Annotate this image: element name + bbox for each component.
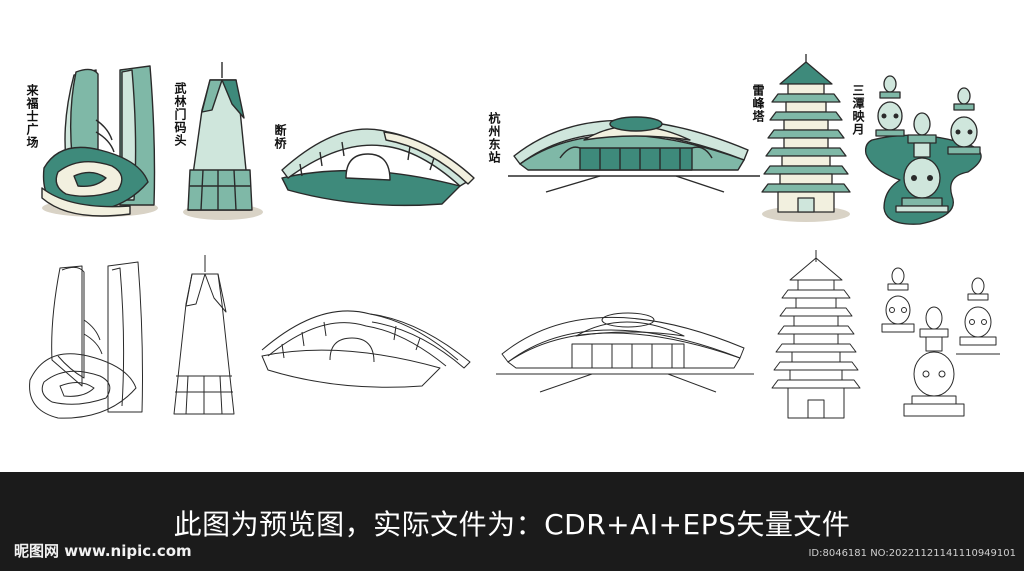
- three-pools-mirroring-moon-colored-illustration: [864, 75, 982, 225]
- broken-bridge-line-art: [261, 310, 471, 388]
- hangzhou-east-station-line-art: [496, 312, 754, 393]
- label-three-pools-mirroring-moon: 三潭映月: [851, 84, 865, 136]
- nipic-logo-mark: 昵图网: [14, 542, 60, 560]
- landmark-illustration-canvas: [29, 54, 1000, 419]
- preview-notice-banner: 此图为预览图，实际文件为：CDR+AI+EPS矢量文件: [173, 508, 851, 541]
- leifeng-pagoda-line-art: [771, 250, 861, 419]
- label-hangzhou-east-station: 杭州东站: [487, 112, 501, 164]
- label-leifeng-pagoda: 雷峰塔: [751, 84, 765, 123]
- broken-bridge-colored-illustration: [281, 128, 475, 207]
- label-broken-bridge: 断桥: [273, 124, 287, 150]
- nipic-logo: 昵图网 www.nipic.com: [14, 540, 192, 561]
- label-laifu-raffles-city: 来福士广场: [25, 84, 39, 149]
- raffles-city-colored-illustration: [41, 65, 158, 217]
- wulin-pier-tower-colored-illustration: [183, 62, 263, 220]
- wulin-pier-tower-line-art: [173, 255, 235, 415]
- three-pools-mirroring-moon-line-art: [881, 267, 1000, 417]
- nipic-logo-url: www.nipic.com: [64, 542, 192, 560]
- leifeng-pagoda-colored-illustration: [761, 54, 851, 222]
- image-id-text: ID:8046181 NO:20221121141110949101: [808, 548, 1016, 559]
- label-wulin-pier: 武林门码头: [173, 82, 187, 147]
- preview-footer-bar: 此图为预览图，实际文件为：CDR+AI+EPS矢量文件 昵图网 www.nipi…: [0, 472, 1024, 571]
- hangzhou-east-station-colored-illustration: [508, 116, 760, 193]
- raffles-city-line-art: [29, 261, 143, 419]
